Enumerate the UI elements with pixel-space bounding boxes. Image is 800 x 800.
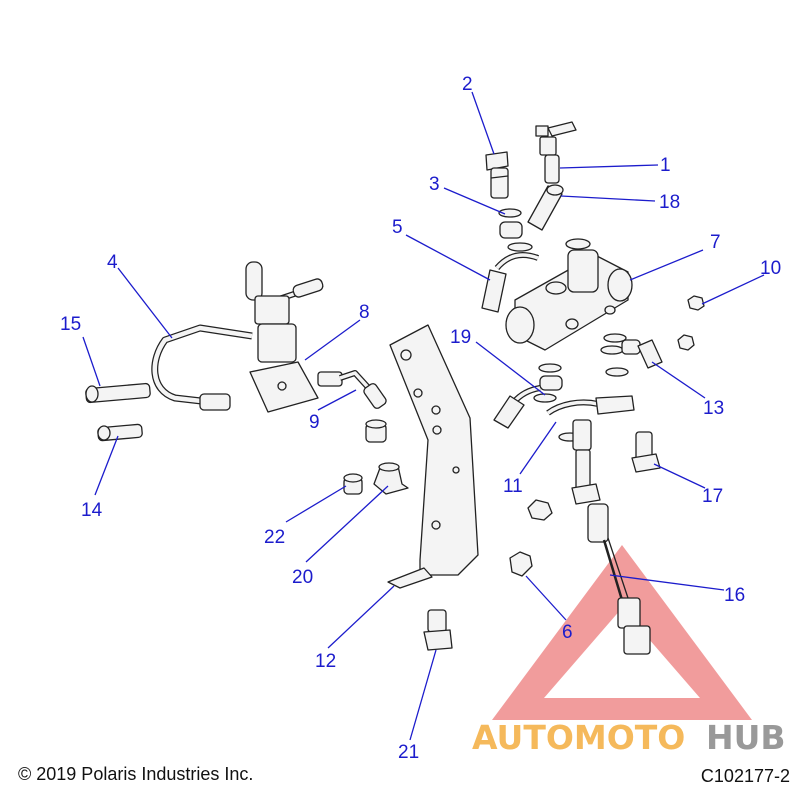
grommet-top bbox=[365, 419, 387, 443]
grommet-22 bbox=[343, 473, 363, 495]
bolt-14 bbox=[97, 423, 143, 442]
distribution-block bbox=[505, 238, 633, 351]
callout-21: 21 bbox=[398, 742, 419, 763]
callout-13: 13 bbox=[703, 398, 724, 419]
brake-line-fitting-18 bbox=[527, 184, 564, 231]
bolt-6 bbox=[509, 499, 553, 577]
drawing-number: C102177-2 bbox=[700, 766, 790, 786]
callout-10: 10 bbox=[760, 258, 781, 279]
callout-1: 1 bbox=[660, 155, 671, 176]
nut-10b bbox=[677, 334, 695, 351]
callout-labels: 1 2 3 4 5 6 7 8 9 10 11 12 13 14 15 16 1… bbox=[60, 74, 781, 763]
banjo-bolt-17 bbox=[631, 431, 661, 473]
callout-22: 22 bbox=[264, 527, 285, 548]
brake-light-switch bbox=[571, 419, 651, 655]
callout-20: 20 bbox=[292, 567, 313, 588]
callout-17: 17 bbox=[702, 486, 723, 507]
brake-line-fitting-5 bbox=[481, 252, 540, 313]
callout-11: 11 bbox=[503, 476, 523, 497]
bushing-20 bbox=[373, 462, 409, 495]
watermark-text-automoto: AUTOMOTO bbox=[472, 718, 685, 757]
callout-3: 3 bbox=[429, 174, 440, 195]
callout-19: 19 bbox=[450, 327, 471, 348]
callout-7: 7 bbox=[710, 232, 721, 253]
callout-8: 8 bbox=[359, 302, 370, 323]
brake-hose-assembly bbox=[151, 261, 387, 413]
callout-6: 6 bbox=[562, 622, 573, 643]
copyright-notice: © 2019 Polaris Industries Inc. bbox=[18, 764, 254, 784]
callout-9: 9 bbox=[309, 412, 320, 433]
watermark-text-hub: HUB bbox=[706, 718, 786, 757]
pressure-switch bbox=[535, 121, 577, 184]
watermark-triangle bbox=[492, 545, 752, 720]
callout-15: 15 bbox=[60, 314, 81, 335]
callout-5: 5 bbox=[392, 217, 403, 238]
mounting-bracket bbox=[387, 324, 479, 589]
brake-line-fitting-19 bbox=[493, 363, 563, 429]
brake-line-fitting-11 bbox=[546, 395, 635, 442]
callout-12: 12 bbox=[315, 651, 336, 672]
callout-2: 2 bbox=[462, 74, 473, 95]
crush-washers bbox=[498, 208, 533, 252]
brake-line-fitting-13 bbox=[600, 333, 663, 377]
watermark-brand: AUTOMOTO HUB bbox=[472, 718, 786, 757]
callout-16: 16 bbox=[724, 585, 745, 606]
banjo-bolt-top bbox=[485, 151, 509, 199]
callout-4: 4 bbox=[107, 252, 118, 273]
bolt-15 bbox=[85, 382, 151, 404]
callout-18: 18 bbox=[659, 192, 680, 213]
leader-lines bbox=[82, 91, 765, 741]
callout-14: 14 bbox=[81, 500, 103, 521]
bolt-21 bbox=[423, 609, 453, 651]
nut-10 bbox=[687, 295, 705, 311]
